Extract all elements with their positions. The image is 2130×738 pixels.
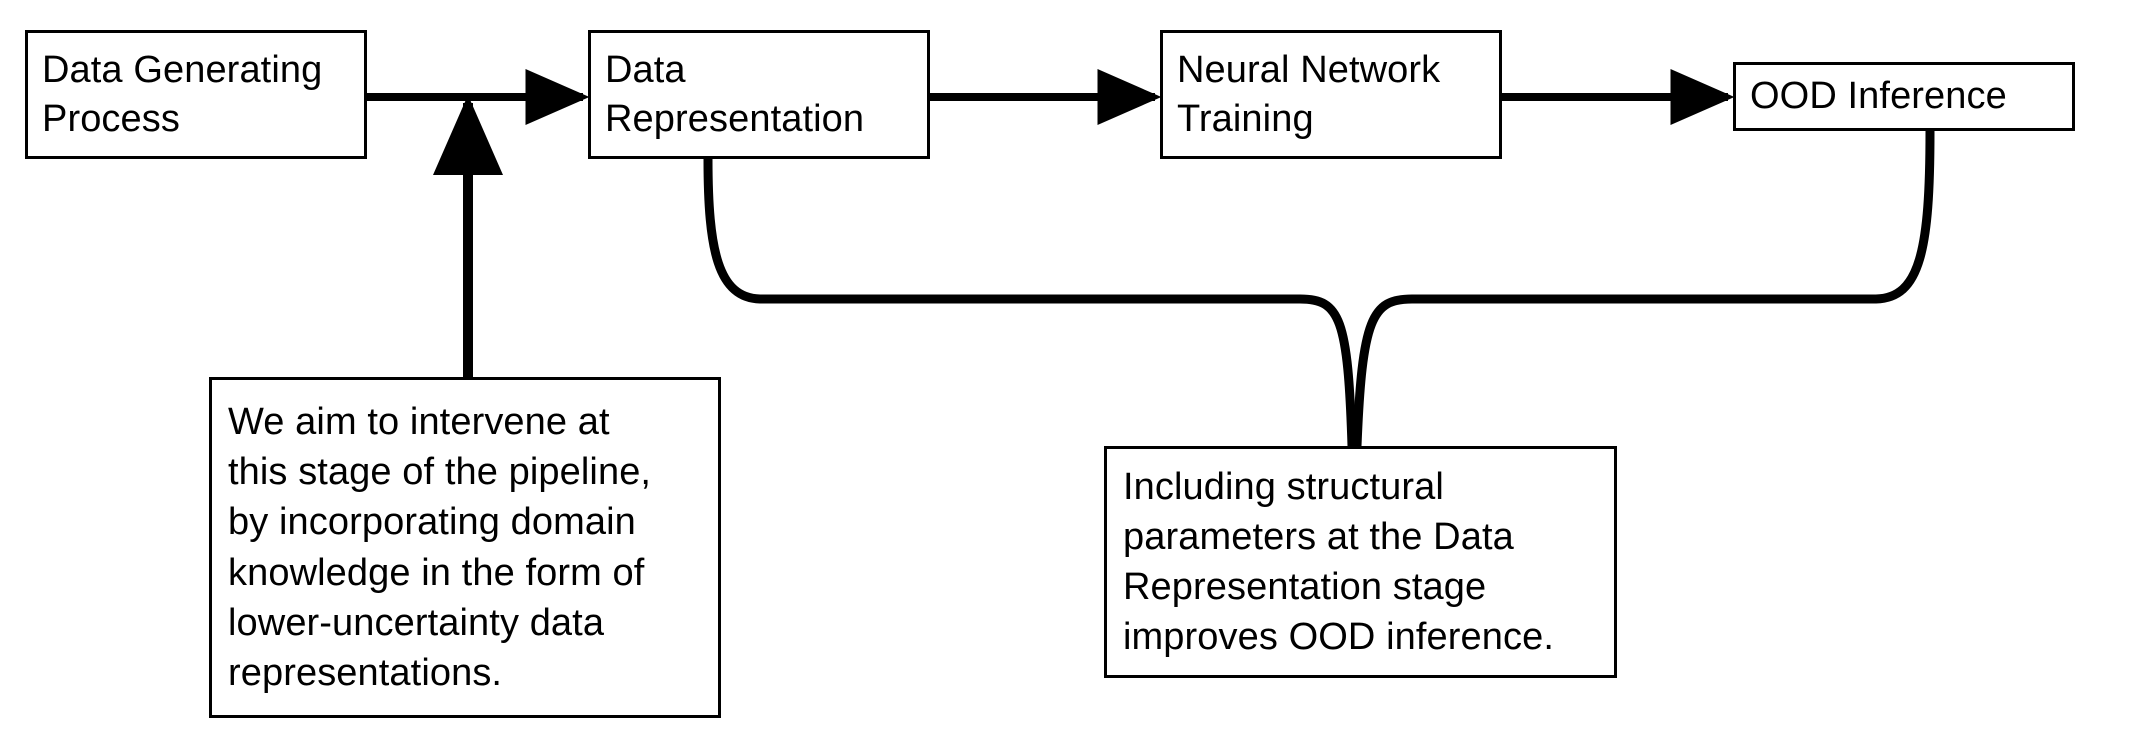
node-label-data-generating-process: Data Generating Process (42, 48, 323, 140)
edge-oodinf-to-structural-callout (1352, 126, 1935, 451)
node-data-representation[interactable]: Data Representation (588, 30, 930, 159)
node-label-ood-inference: OOD Inference (1750, 75, 2007, 118)
node-ood-inference[interactable]: OOD Inference (1733, 62, 2075, 131)
node-label-data-representation: Data Representation (605, 48, 865, 140)
edge-datarep-to-structural-callout (703, 154, 1357, 451)
node-label-neural-network-training: Neural Network Training (1177, 48, 1441, 140)
callout-text-structural-parameters-note: Including structural parameters at the D… (1123, 465, 1555, 659)
callout-text-intervene-note: We aim to intervene at this stage of the… (228, 401, 652, 694)
node-data-generating-process[interactable]: Data Generating Process (25, 30, 367, 159)
callout-intervene-note[interactable]: We aim to intervene at this stage of the… (209, 377, 721, 718)
node-neural-network-training[interactable]: Neural Network Training (1160, 30, 1502, 159)
callout-structural-parameters-note[interactable]: Including structural parameters at the D… (1104, 446, 1617, 678)
